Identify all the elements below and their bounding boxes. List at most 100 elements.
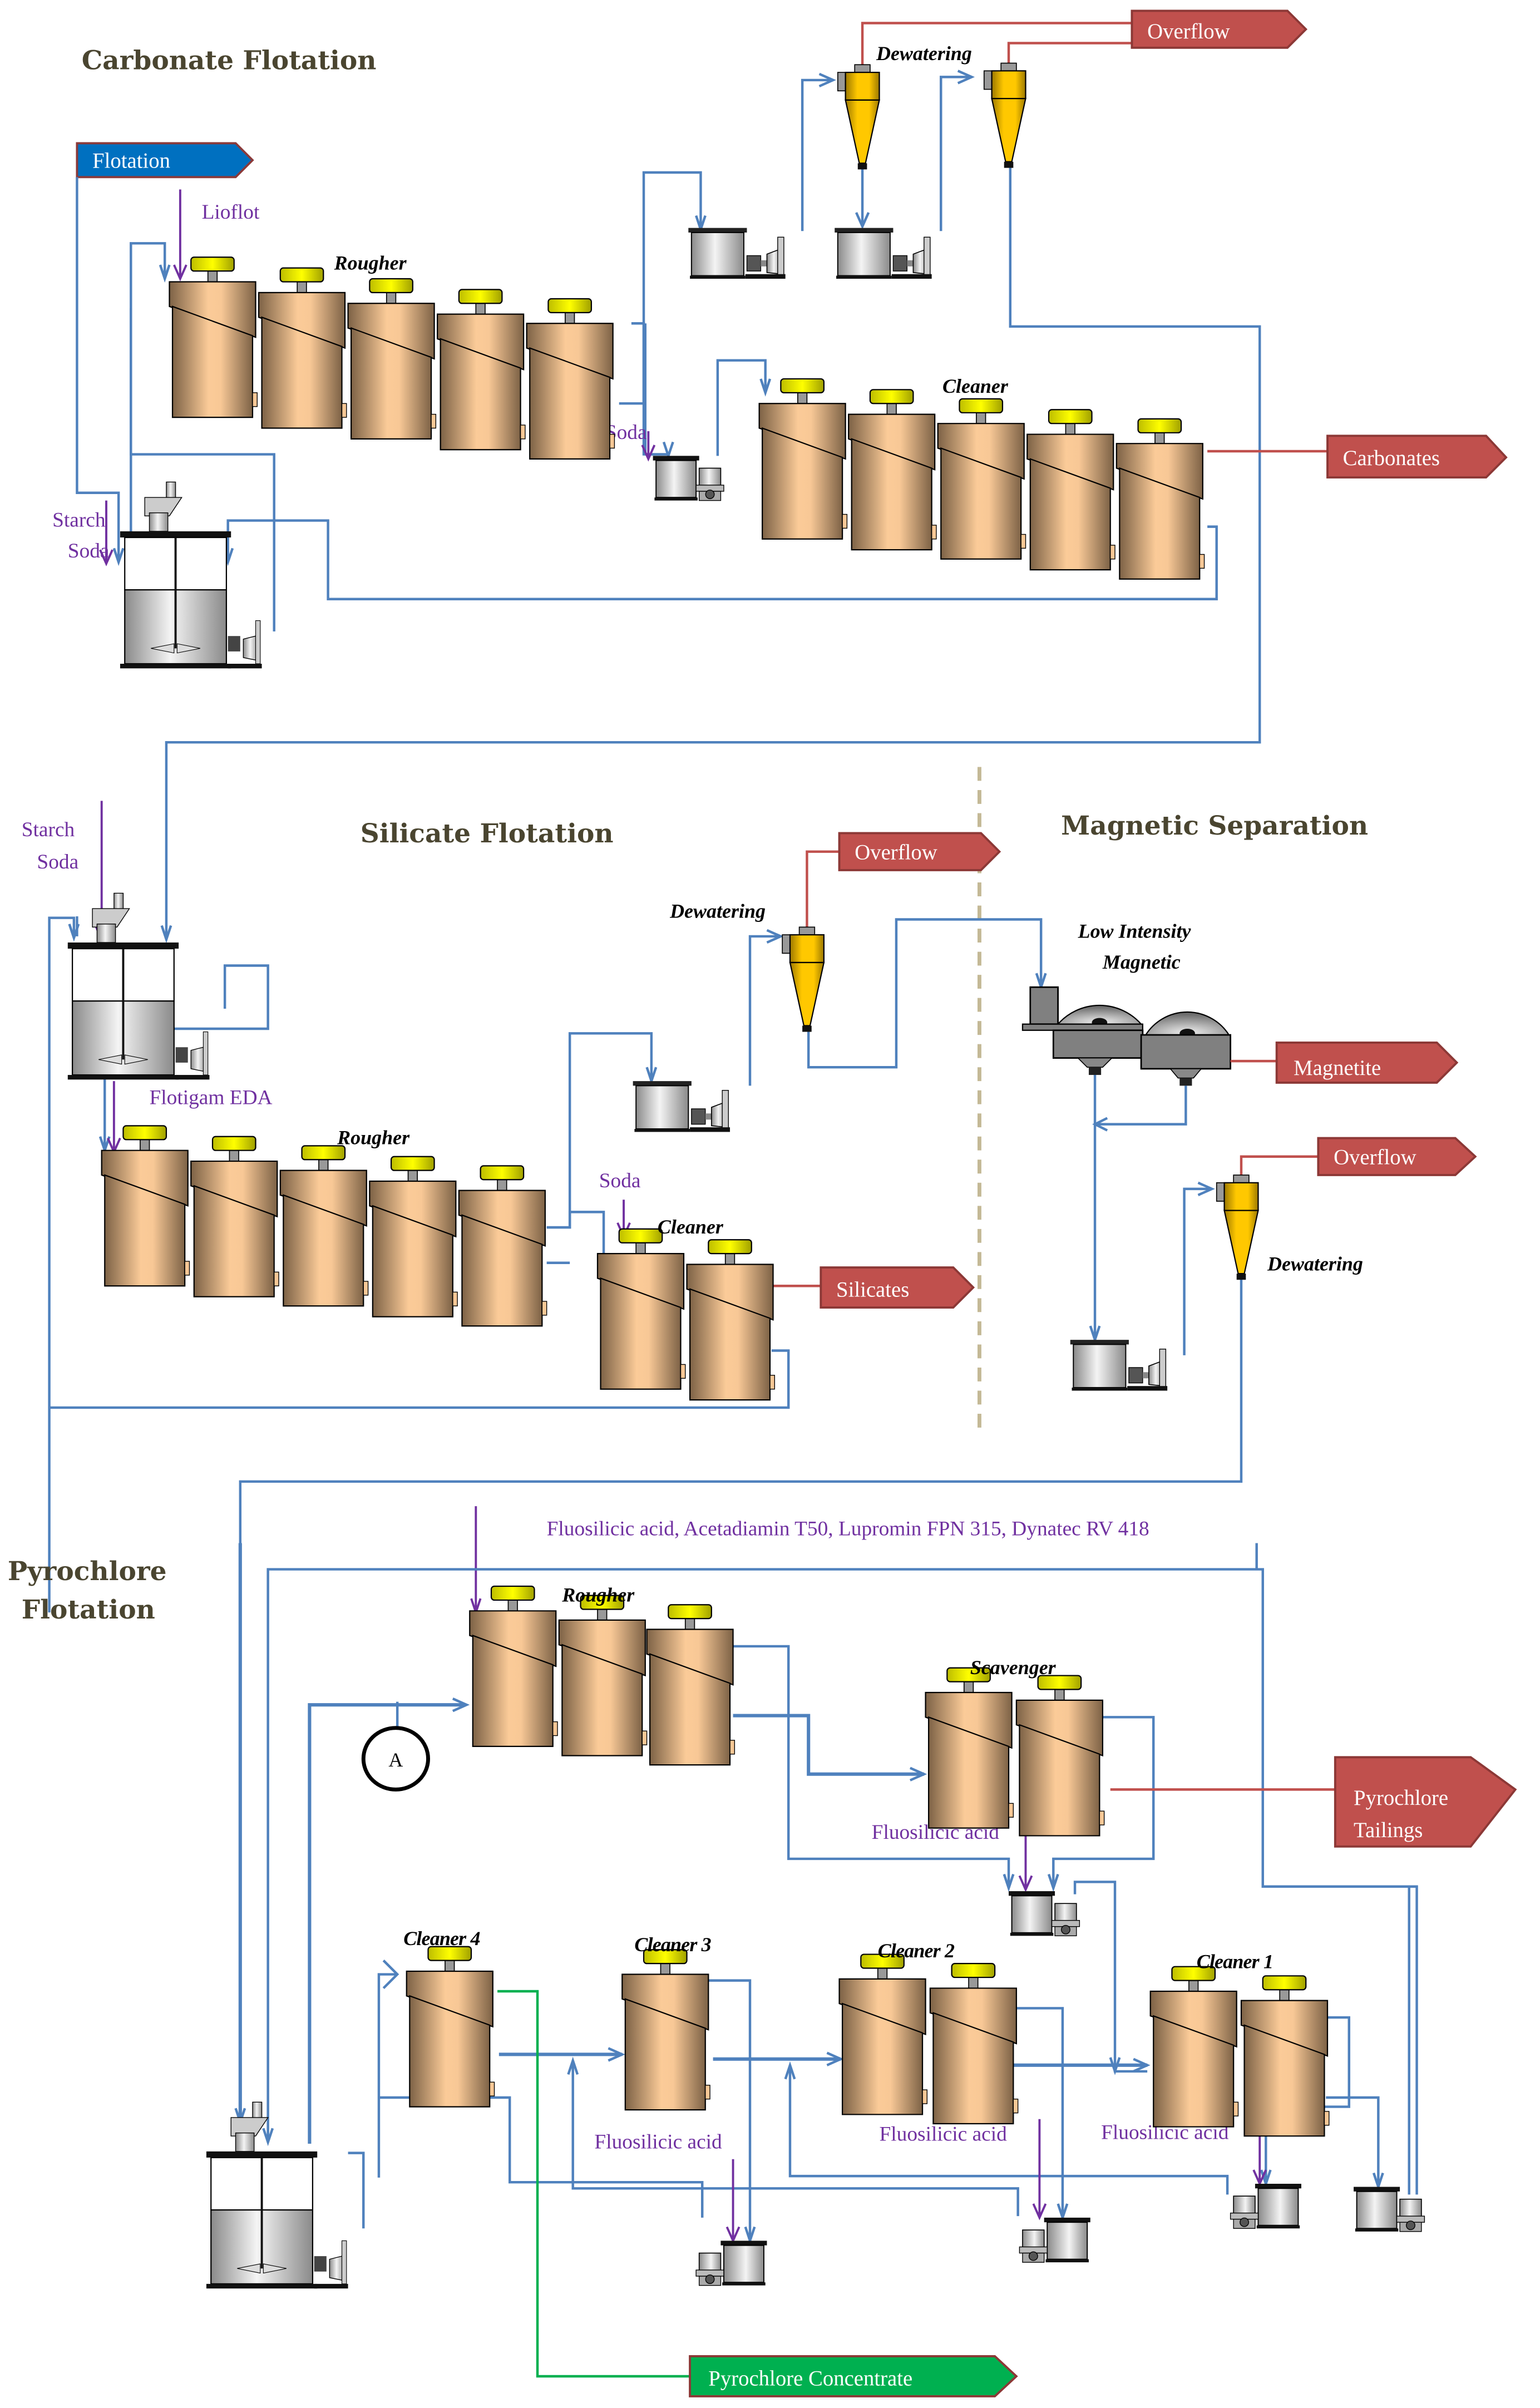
output-tag-magnetite[interactable]: Magnetite [1275,1041,1459,1084]
stage-label-cleaner4: Cleaner 4 [403,1927,480,1950]
analyzer-instrument[interactable]: A [361,1726,430,1792]
section-title-silicate: Silicate Flotation [361,818,614,849]
stage-label-cleaner2: Cleaner 2 [878,1940,955,1962]
flow-line [1183,1187,1211,1355]
conditioning-tank [66,892,211,1081]
output-tag-silicates[interactable]: Silicates [820,1266,975,1309]
output-tag-overflow[interactable]: Overflow [1317,1137,1477,1176]
stage-label-cleaner: Cleaner [942,375,1009,397]
flotation-cell [1149,1966,1239,2128]
rougher-bank [169,256,615,460]
hydrocyclone [983,62,1026,169]
arrowheads-magnetic [1089,1117,1215,1344]
flotation-cell [596,1228,686,1390]
flow-line [1326,2096,1380,2187]
rougher-bank [469,1585,736,1766]
overflow-line [861,22,1132,68]
sump-pump-vertical-mirrored [695,2240,768,2287]
section-silicate-flotation: Silicate Flotation Starch Soda Flotigam … [22,801,1047,1613]
flow-line [801,78,832,231]
output-tag-pyrochlore-tailings[interactable]: Pyrochlore Tailings [1334,1756,1517,1848]
reagent-starch: Starch [22,818,75,841]
flotation-cell [1240,1975,1330,2137]
cleaner-bank [596,1228,776,1401]
flow-line [708,1979,752,2241]
flotation-cell [258,267,347,429]
flow-line [733,1645,1010,1888]
sump-pump [687,227,787,280]
reagent-arrow [470,1506,482,1616]
flow-line [1073,1881,1148,2073]
section-title-carbonate: Carbonate Flotation [82,46,377,76]
flow-line [165,131,1261,940]
flotation-cell [458,1165,547,1327]
flow-line [940,76,970,231]
reagent-arrow [641,431,656,462]
flotation-cell [646,1604,736,1766]
reagent-soda: Soda [37,851,78,874]
section-magnetic-separation: Magnetic Separation Low Intensity Magnet… [239,811,1477,2123]
sump-pump [1069,1339,1168,1391]
reagent-soda: Soda [68,540,110,562]
overflow-line [806,850,840,927]
reagent-starch: Starch [52,509,106,532]
flow-line [571,2060,1019,2217]
sump-pump-vertical [1353,2186,1425,2233]
sump-pump-vertical [1008,1890,1080,1937]
cleaner-bank [758,378,1205,580]
flotation-cell [925,1667,1014,1829]
reagent-cleaner-soda: Soda [599,1170,641,1192]
flotation-cell [169,256,258,418]
sump-pump [833,227,933,280]
reagent-cleaner2-acid: Fluosilicic acid [880,2123,1008,2145]
output-tag-label-line2: Tailings [1354,1818,1423,1842]
cleaner2-bank [838,1953,1019,2125]
flow-line [226,519,1218,600]
reagent-flotigam-eda: Flotigam EDA [150,1087,273,1109]
reagent-arrow [107,1081,121,1155]
output-tag-label: Overflow [855,841,937,865]
output-tag-carbonates[interactable]: Carbonates [1326,435,1508,479]
flow-line [788,2065,1229,2195]
flow-line [49,1349,790,1409]
flotation-cell [347,278,437,440]
analyzer-label: A [388,1749,403,1771]
flotation-cell [929,1963,1019,2125]
section-carbonate-flotation: Carbonate Flotation Flotation [52,9,1508,944]
reagent-main-package: Fluosilicic acid, Acetadiamin T50, Lupro… [547,1518,1149,1541]
flotation-cell [437,289,526,451]
low-intensity-magnetic-separator [1021,986,1232,1086]
flotation-cell [838,1953,928,2115]
flotation-cell [686,1239,776,1401]
hydrocyclone [1216,1174,1259,1281]
overflow-line [1240,1155,1319,1177]
stage-label-dewatering: Dewatering [669,900,766,922]
cleaner1-bank [1149,1966,1330,2137]
reagent-arrow [173,189,187,282]
scavenger-bank [925,1667,1105,1837]
flotation-cell [1026,409,1116,571]
flotation-cell [190,1136,280,1297]
stage-label-cleaner1: Cleaner 1 [1197,1950,1273,1972]
flotation-cell [526,298,615,460]
flotation-cell [758,378,848,540]
stage-label-rougher: Rougher [337,1127,410,1149]
sump-pump-vertical-mirrored [1019,2217,1092,2263]
output-tag-label: Magnetite [1294,1056,1381,1080]
flotation-cell-cleaner4 [406,1946,495,2108]
output-tag-overflow[interactable]: Overflow [838,832,1001,871]
rougher-bank [101,1125,547,1327]
output-tag-label: Overflow [1334,1146,1416,1170]
flotation-cell [558,1595,648,1756]
output-tag-overflow[interactable]: Overflow [1131,9,1307,49]
section-title-pyrochlore-line2: Flotation [22,1595,155,1625]
flotation-cell [1115,418,1205,580]
output-tag-pyrochlore-concentrate[interactable]: Pyrochlore Concentrate [689,2355,1018,2397]
input-tag-flotation[interactable]: Flotation [76,142,254,179]
flow-line [48,916,76,1613]
reagent-arrow [1032,2119,1047,2221]
hydrocyclone [781,926,825,1033]
section-title-pyrochlore-line1: Pyrochlore [8,1556,167,1587]
reagent-arrow [99,500,113,566]
